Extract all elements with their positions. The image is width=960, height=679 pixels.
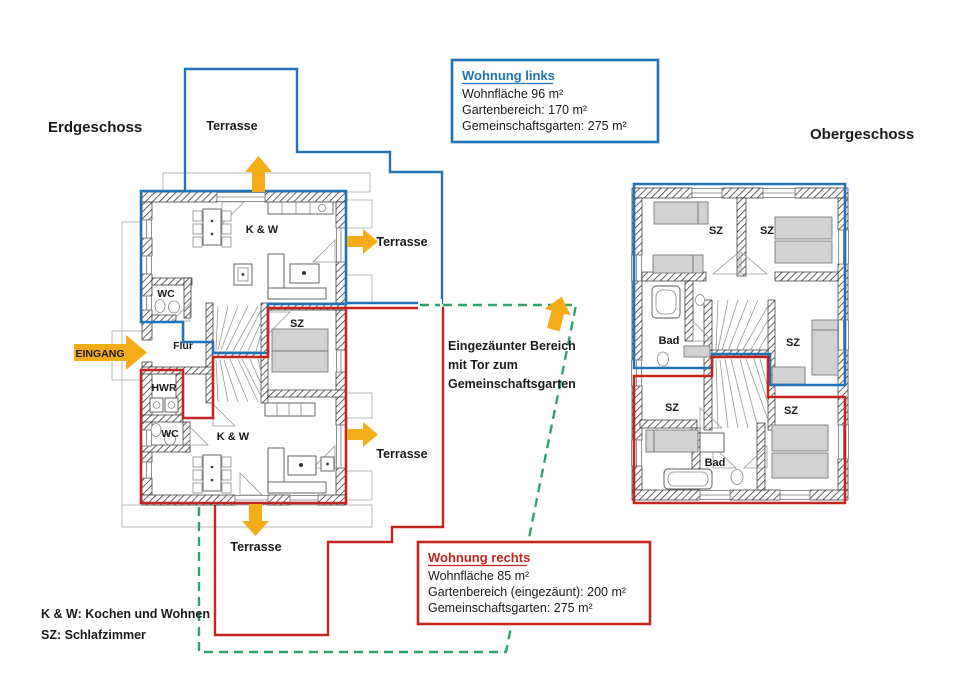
obergeschoss-stairs	[715, 299, 769, 429]
terrasse-right-top-label: Terrasse	[376, 235, 427, 249]
flur-label: Flur	[173, 340, 193, 352]
erdgeschoss-stairs	[215, 305, 262, 403]
obergeschoss-title: Obergeschoss	[810, 126, 914, 143]
sz-og-br-label: SZ	[784, 405, 798, 417]
garden-outline-rechts	[213, 306, 445, 637]
erdgeschoss-furniture	[149, 201, 335, 494]
info-rechts-line2: Gartenbereich (eingezäunt): 200 m²	[428, 585, 626, 599]
info-links-line3: Gemeinschaftsgarten: 275 m²	[462, 119, 627, 133]
terrasse-top-label: Terrasse	[206, 119, 257, 133]
eingang-arrow: EINGANG	[74, 335, 147, 370]
sz-og-mr-label: SZ	[786, 337, 800, 349]
legend-line2: SZ: Schlafzimmer	[41, 628, 146, 642]
arrow-down-terrace	[242, 504, 269, 536]
wc-top-label: WC	[157, 288, 175, 300]
garden-outline-links	[183, 67, 444, 305]
apartment-links-outline	[139, 189, 348, 355]
erdgeschoss-arrows: EINGANG	[74, 156, 571, 536]
info-links-title: Wohnung links	[462, 68, 555, 83]
info-rechts-title: Wohnung rechts	[428, 550, 530, 565]
info-rechts-line1: Wohnfläche 85 m²	[428, 569, 529, 583]
og-apartment-links-outline	[632, 182, 847, 387]
terrasse-bottom-label: Terrasse	[230, 540, 281, 554]
og-apartment-rechts-outline	[632, 355, 847, 505]
apartment-rechts-outline	[139, 306, 348, 505]
kw-bottom-label: K & W	[217, 431, 250, 443]
legend-line1: K & W: Kochen und Wohnen	[41, 607, 210, 621]
info-box-links: Wohnung links Wohnfläche 96 m² Gartenber…	[450, 58, 660, 144]
garden-gate	[418, 299, 442, 310]
arrow-up-terrace	[245, 156, 272, 192]
erdgeschoss-plan: EINGANG Erdgeschoss Terrasse Terrasse Te…	[48, 67, 578, 654]
arrow-right-terrace-bottom	[347, 422, 378, 447]
eingang-label: EINGANG	[75, 348, 124, 360]
hwr-label: HWR	[151, 382, 176, 394]
info-box-rechts: Wohnung rechts Wohnfläche 85 m² Gartenbe…	[416, 540, 652, 626]
sz-og-bl-label: SZ	[665, 402, 679, 414]
sz-og-tr-label: SZ	[760, 225, 774, 237]
info-links-line1: Wohnfläche 96 m²	[462, 87, 563, 101]
wc-bottom-label: WC	[161, 428, 179, 440]
obergeschoss-windows	[631, 188, 849, 500]
annotation-line2: mit Tor zum	[448, 358, 518, 372]
arrow-right-terrace-top	[347, 229, 378, 254]
sz-og-tl-label: SZ	[709, 225, 723, 237]
kw-top-label: K & W	[246, 224, 279, 236]
obergeschoss-plan: Obergeschoss SZ SZ Bad SZ SZ SZ Bad	[631, 126, 914, 505]
annotation-line1: Eingezäunter Bereich	[448, 339, 576, 353]
info-rechts-line3: Gemeinschaftsgarten: 275 m²	[428, 601, 593, 615]
annotation-line3: Gemeinschaftsgarten	[448, 377, 576, 391]
bad-og-bottom-label: Bad	[705, 457, 726, 469]
obergeschoss-doors	[692, 251, 769, 469]
terrasse-right-bottom-label: Terrasse	[376, 447, 427, 461]
obergeschoss-furniture	[645, 201, 839, 490]
erdgeschoss-title: Erdgeschoss	[48, 119, 142, 136]
arrow-up-garden-gate	[544, 296, 571, 332]
sz-erd-label: SZ	[290, 318, 304, 330]
info-links-line2: Gartenbereich: 170 m²	[462, 103, 587, 117]
fence-outline	[197, 303, 578, 654]
erdgeschoss-windows	[141, 192, 346, 505]
fence-annotation: Eingezäunter Bereich mit Tor zum Gemeins…	[448, 339, 576, 391]
bad-og-top-label: Bad	[659, 335, 680, 347]
legend: K & W: Kochen und Wohnen SZ: Schlafzimme…	[41, 607, 210, 642]
